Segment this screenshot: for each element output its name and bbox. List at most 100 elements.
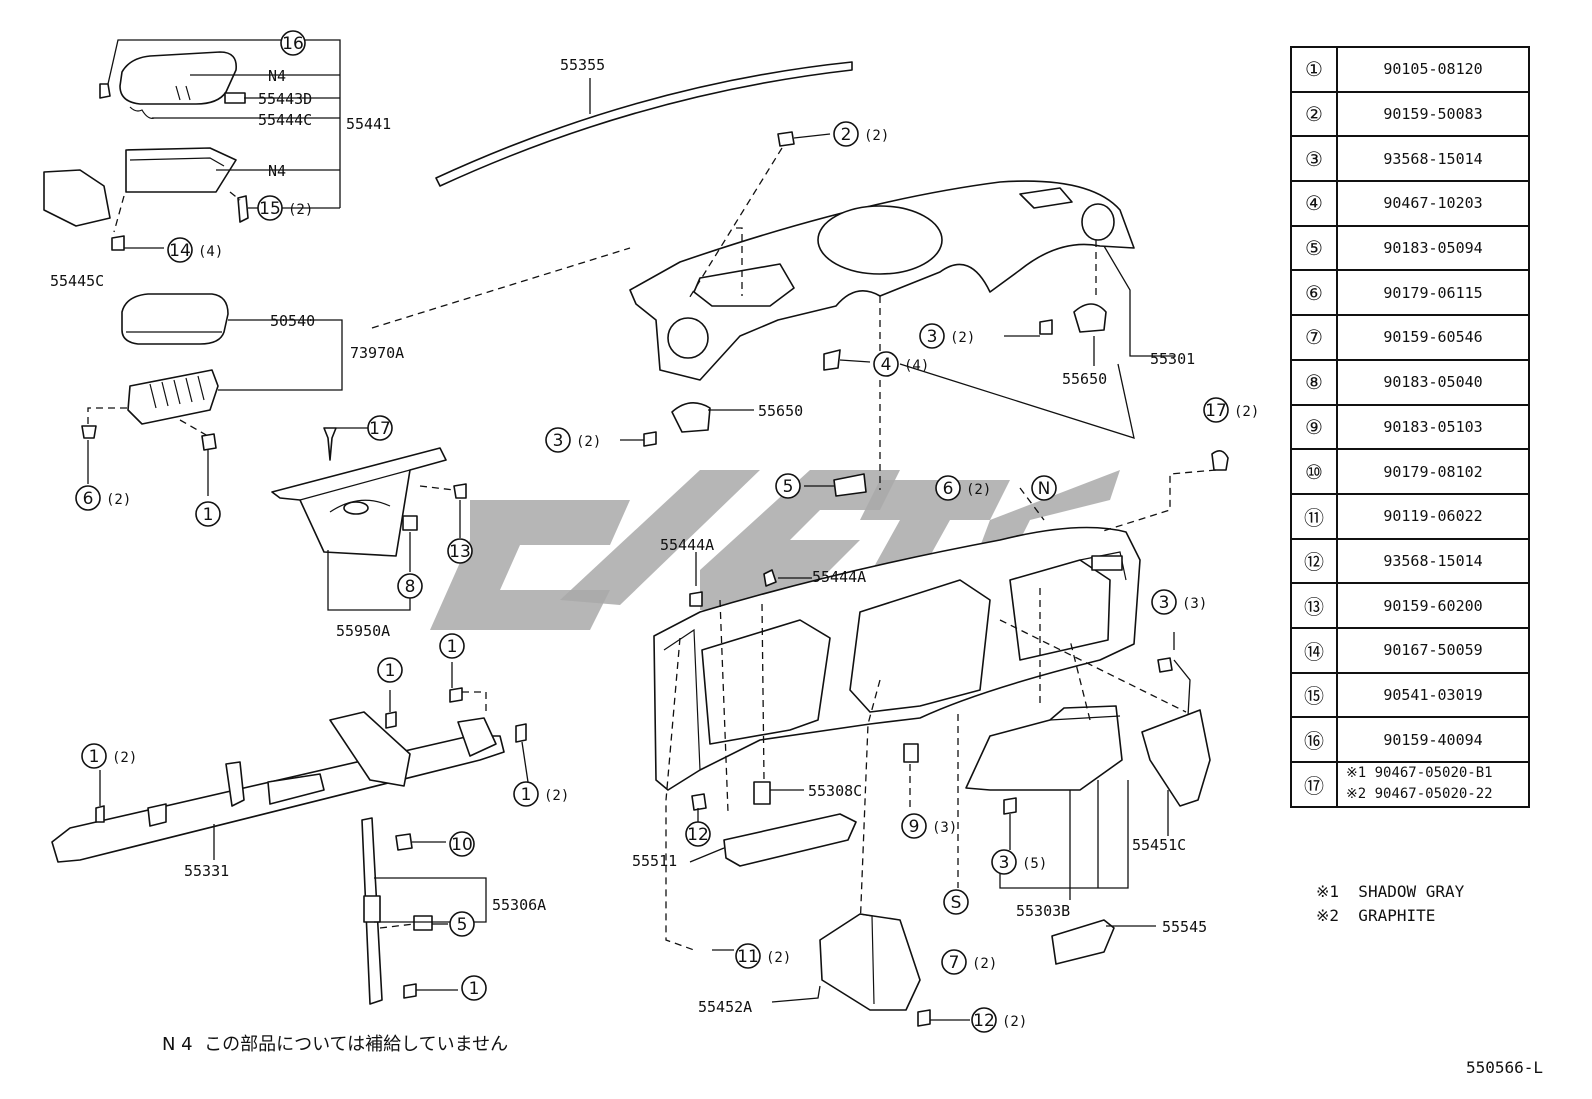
color-notes: ※1 SHADOW GRAY ※2 GRAPHITE [1316,880,1464,928]
airbag-assembly-73970A [81,247,631,496]
part-number: 90105-08120 [1336,46,1530,93]
part-number: 90183-05040 [1336,358,1530,406]
parts-table-row: ⑰※1 90467-05020-B1※2 90467-05020-22 [1290,761,1530,808]
instrument-panel-main [653,450,1229,951]
ref-number: ⑨ [1290,403,1338,451]
ref-number: ⑬ [1290,582,1338,629]
callout-1f: 1 [461,975,487,1001]
label-55444A-2: 55444A [812,568,866,586]
drawing-number: 550566-L [1466,1058,1544,1077]
label-50540: 50540 [270,312,315,330]
svg-text:N: N [1038,479,1051,499]
qty-7: (2) [972,956,997,972]
callout-9: 9 [901,813,927,839]
qty-12b: (2) [1002,1014,1027,1030]
qty-3a: (2) [950,330,975,346]
svg-text:6: 6 [83,489,94,509]
part-number-labels: 55355 N4 55443D 55444C 55441 N4 55445C 5… [50,56,1207,1016]
callout-3c: 3 [1151,589,1177,615]
svg-text:3: 3 [927,327,938,347]
label-55452A: 55452A [698,998,752,1016]
svg-text:16: 16 [282,34,304,54]
note-1: ※1 SHADOW GRAY [1316,882,1465,901]
ref-number: ④ [1290,180,1338,227]
qty-1d: (2) [112,750,137,766]
svg-text:11: 11 [737,947,759,967]
ref-number: ③ [1290,135,1338,183]
callout-6a: 6 [75,485,101,511]
variant-2: ※2 90467-05020-22 [1346,786,1493,803]
ref-number: ⑤ [1290,224,1338,272]
defroster-trim-55355 [435,61,853,187]
qty-9: (3) [932,820,957,836]
qty-6a: (2) [106,492,131,508]
callout-1a: 1 [195,501,221,527]
part-number: 90159-60200 [1336,582,1530,629]
callout-16: 16 [280,30,306,56]
svg-text:S: S [951,893,962,913]
qty-11: (2) [766,950,791,966]
part-number: 93568-15014 [1336,537,1530,585]
svg-text:2: 2 [841,125,852,145]
upper-dash-pad-55301 [620,131,1174,521]
ref-number: ⑥ [1290,269,1338,317]
label-55306A: 55306A [492,896,546,914]
callout-10: 10 [449,831,475,857]
svg-text:10: 10 [451,835,473,855]
quantity-labels: (2) (4) (2) (2) (2) (2) (2) (4) (2) (2) … [106,128,1259,1030]
callout-6b: 6 [935,475,961,501]
callout-markers: 16 15 14 17 6 1 13 8 1 1 1 1 10 5 1 2 3 … [75,30,1229,1033]
note-2: ※2 GRAPHITE [1316,906,1436,925]
qty-15: (2) [288,202,313,218]
part-number: 90119-06022 [1336,492,1530,540]
callout-S: S [943,889,969,915]
qty-3b: (2) [576,434,601,450]
svg-text:17: 17 [1205,401,1227,421]
label-55451C: 55451C [1132,836,1186,854]
callout-8: 8 [397,573,423,599]
label-73970A: 73970A [350,344,404,362]
label-55545: 55545 [1162,918,1207,936]
svg-text:12: 12 [687,825,709,845]
footnote-n4: N 4 この部品については補給していません [162,1034,509,1055]
qty-4: (4) [904,358,929,374]
callout-12b: 12 [971,1007,997,1033]
steering-support-55331 [51,662,529,1005]
svg-text:17: 17 [369,419,391,439]
part-number: 90179-06115 [1336,269,1530,317]
svg-text:1: 1 [385,661,396,681]
qty-6b: (2) [966,482,991,498]
svg-text:6: 6 [943,479,954,499]
label-55950A: 55950A [336,622,390,640]
callout-12a: 12 [685,821,711,847]
glove-box-lid-assembly [43,39,341,251]
ref-number: ⑪ [1290,492,1338,540]
callout-17a: 17 [367,415,393,441]
svg-text:1: 1 [89,747,100,767]
callout-2: 2 [833,121,859,147]
ref-number: ⑫ [1290,537,1338,585]
part-number: 90541-03019 [1336,671,1530,719]
callout-3a: 3 [919,323,945,349]
label-55650-b: 55650 [1062,370,1107,388]
part-number: 90179-08102 [1336,448,1530,495]
svg-text:1: 1 [203,505,214,525]
part-number: 90183-05103 [1336,403,1530,451]
label-55308C: 55308C [808,782,862,800]
svg-text:3: 3 [553,431,564,451]
label-55441: 55441 [346,115,391,133]
label-55301: 55301 [1150,350,1195,368]
callout-5a: 5 [449,911,475,937]
qty-17b: (2) [1234,404,1259,420]
ref-number: ⑧ [1290,358,1338,406]
